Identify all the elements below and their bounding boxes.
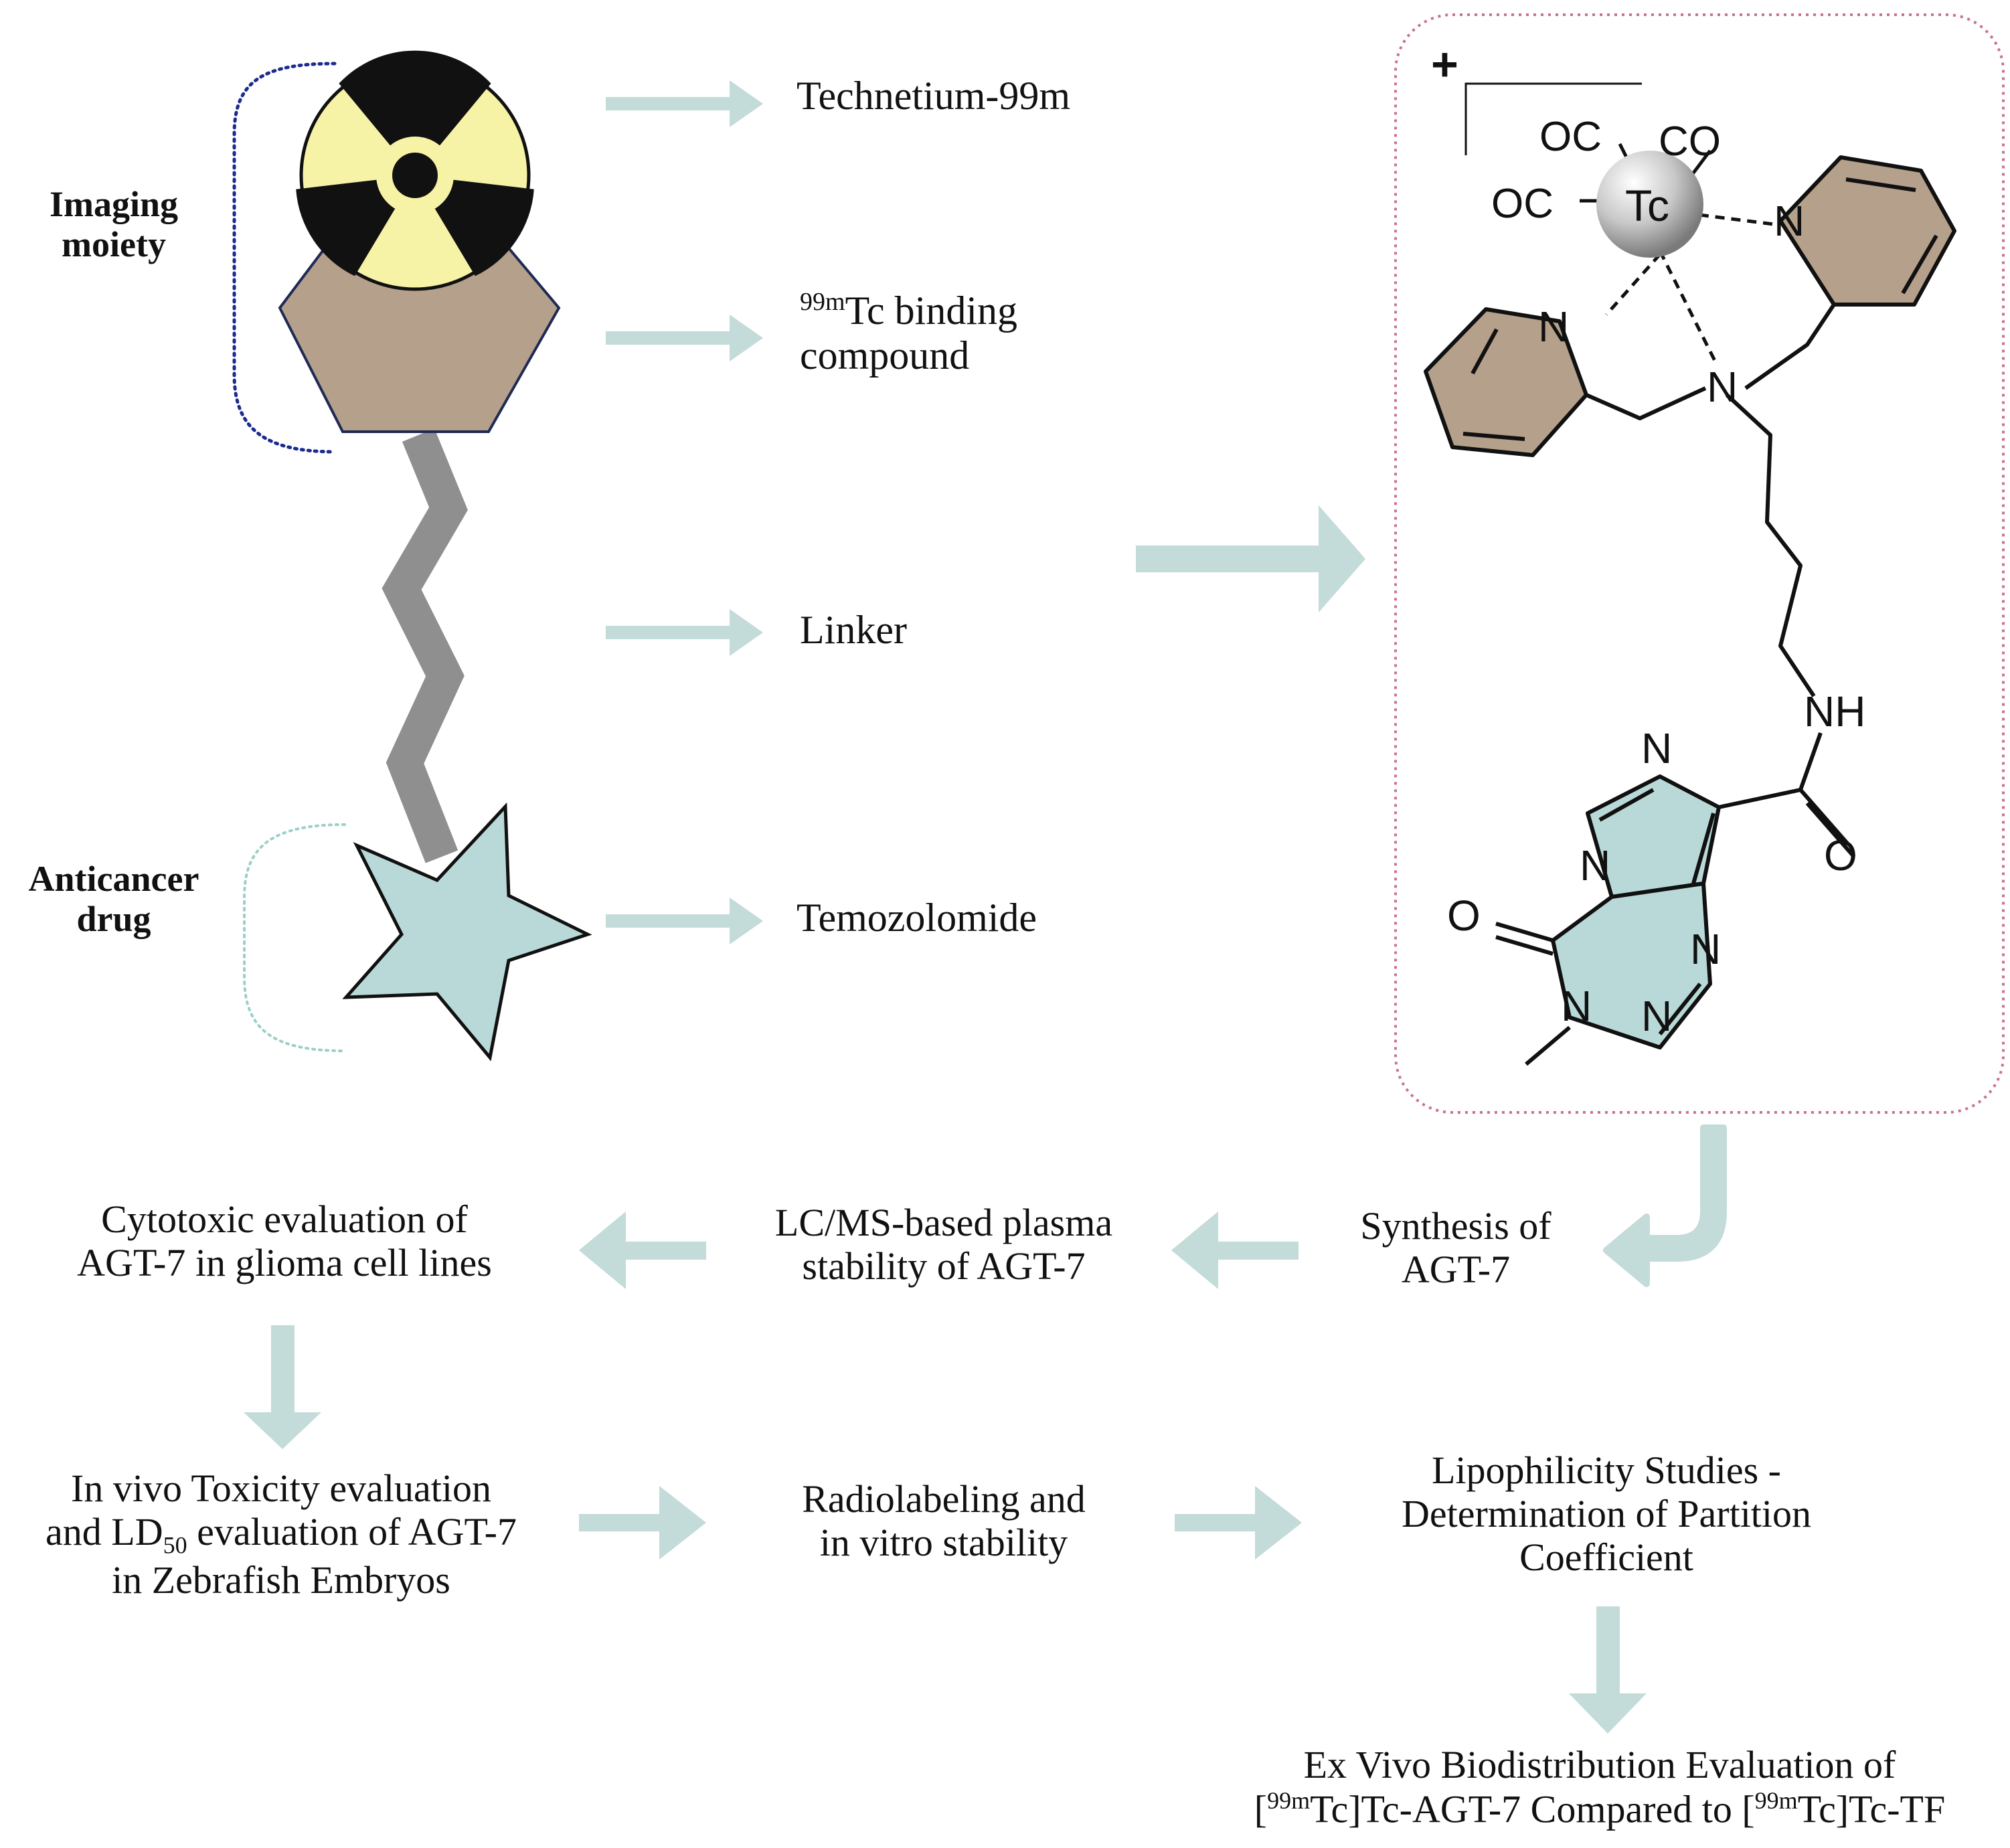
arrow-radio-to-lipo [1175, 1486, 1302, 1560]
n-triazine-1: N [1690, 925, 1721, 973]
lcms-step: LC/MS-based plasma stability of AGT-7 [730, 1201, 1158, 1288]
tc-atom [1596, 151, 1703, 258]
imaging-moiety-label: Imaging moiety [20, 184, 207, 265]
exvivo-l2-sup: 99m [1267, 1786, 1311, 1814]
linker-label: Linker [800, 608, 907, 652]
synthesis-line-1: Synthesis of [1360, 1204, 1552, 1248]
n-triazine-2: N [1641, 992, 1672, 1040]
n-amine: N [1707, 363, 1738, 411]
invivo-line-3: in Zebrafish Embryos [112, 1558, 450, 1602]
arrow-lcms-to-cytotoxic [579, 1211, 706, 1289]
linker-chain [382, 428, 468, 863]
exvivo-l2-end: Tc]Tc-TF [1797, 1787, 1946, 1831]
pyridine-right [1778, 155, 1956, 307]
n-pyridine-left: N [1538, 303, 1569, 351]
anticancer-line-2: drug [76, 899, 151, 940]
arrow-technetium [606, 80, 763, 127]
co-top-left: OC [1539, 114, 1602, 160]
cytotoxic-line-1: Cytotoxic evaluation of [101, 1197, 468, 1241]
arrow-curve-synthesis [1603, 1124, 1727, 1287]
arrow-to-structure [1136, 505, 1365, 612]
arrow-temozolomide [606, 898, 763, 944]
structure-box [1394, 13, 2005, 1114]
invivo-line-2b: evaluation of AGT-7 [187, 1509, 517, 1553]
technetium-label: Technetium-99m [797, 74, 1071, 118]
cytotoxic-line-2: AGT-7 in glioma cell lines [77, 1240, 492, 1284]
lipophilicity-step: Lipophilicity Studies - Determination of… [1345, 1448, 1867, 1580]
cytotoxic-step: Cytotoxic evaluation of AGT-7 in glioma … [27, 1197, 542, 1285]
radiation-icon [296, 50, 534, 291]
invivo-step: In vivo Toxicity evaluation and LD50 eva… [7, 1466, 556, 1602]
exvivo-l2-open: [ [1254, 1787, 1268, 1831]
anticancer-drug-label: Anticancer drug [7, 859, 221, 940]
lipo-line-2: Determination of Partition [1401, 1491, 1812, 1535]
radio-line-1: Radiolabeling and [802, 1477, 1086, 1521]
arrow-binding [606, 315, 763, 361]
binding-compound-label: 99mTc binding compound [800, 288, 1017, 378]
arrow-lipo-to-exvivo [1569, 1606, 1647, 1734]
lipo-line-3: Coefficient [1519, 1535, 1693, 1579]
radio-line-2: in vitro stability [819, 1520, 1068, 1564]
exvivo-l2-sup2: 99m [1754, 1786, 1798, 1814]
binding-sup: 99m [800, 288, 845, 316]
drug-bracket [243, 823, 346, 1052]
o-ring: O [1447, 892, 1481, 940]
invivo-line-2: and LD50 evaluation of AGT-7 [7, 1509, 556, 1559]
exvivo-line-1: Ex Vivo Biodistribution Evaluation of [1303, 1743, 1896, 1786]
arrow-cytotoxic-to-invivo [244, 1325, 321, 1449]
lcms-line-1: LC/MS-based plasma [774, 1201, 1113, 1244]
exvivo-step: Ex Vivo Biodistribution Evaluation of [9… [1198, 1743, 2001, 1831]
arrow-linker [606, 609, 763, 656]
binding-line-1: 99mTc binding [800, 288, 1017, 333]
n-pyridine-right: N [1774, 197, 1805, 245]
n-bridge: N [1580, 841, 1610, 890]
invivo-sub: 50 [163, 1531, 187, 1559]
synthesis-line-2: AGT-7 [1401, 1247, 1511, 1291]
co-left: OC [1491, 181, 1554, 227]
exvivo-line-2: [99mTc]Tc-AGT-7 Compared to [99mTc]Tc-TF [1198, 1787, 2001, 1831]
imaging-line-2: moiety [62, 224, 166, 265]
drug-star [342, 802, 592, 1062]
tc-label: Tc [1625, 181, 1669, 230]
temozolomide-label: Temozolomide [797, 896, 1037, 940]
n-methyl: N [1561, 982, 1592, 1030]
lcms-line-2: stability of AGT-7 [802, 1244, 1086, 1288]
nh-label: NH [1804, 687, 1865, 736]
radiolabeling-step: Radiolabeling and in vitro stability [736, 1477, 1151, 1565]
o-amide: O [1824, 831, 1857, 879]
arrow-synthesis-to-lcms [1171, 1211, 1299, 1289]
anticancer-line-1: Anticancer [28, 859, 199, 899]
binding-text: Tc binding [845, 288, 1017, 333]
exvivo-l2-mid: Tc]Tc-AGT-7 Compared to [ [1310, 1787, 1755, 1831]
synthesis-step: Synthesis of AGT-7 [1312, 1204, 1600, 1292]
imaging-bracket [232, 62, 337, 454]
lipo-line-1: Lipophilicity Studies - [1432, 1448, 1781, 1492]
co-top-right: CO [1659, 118, 1721, 165]
n-imidazole: N [1641, 724, 1672, 772]
invivo-line-2a: and LD [46, 1509, 163, 1553]
binding-line-2: compound [800, 333, 970, 378]
charge-label: + [1431, 38, 1458, 90]
imaging-line-1: Imaging [49, 184, 179, 224]
arrow-invivo-to-radio [579, 1486, 706, 1560]
invivo-line-1: In vivo Toxicity evaluation [71, 1466, 491, 1510]
